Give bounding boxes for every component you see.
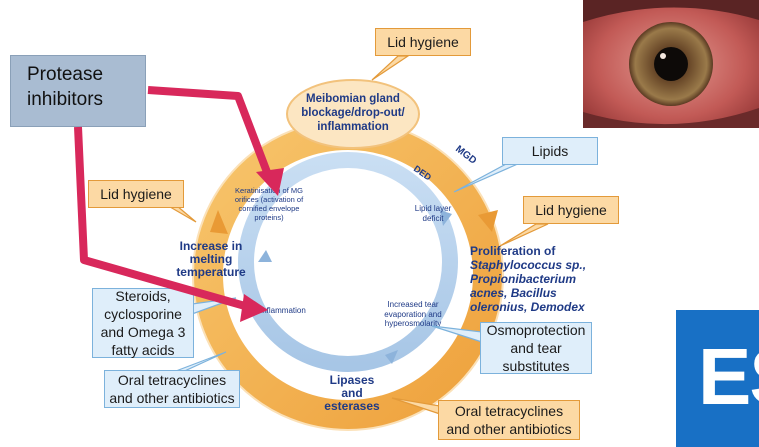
red-arrowhead-keratinisation (256, 168, 284, 196)
esc-logo-text: ES (698, 332, 759, 422)
red-arrow-inflammation (78, 127, 252, 308)
red-arrow-keratinisation (148, 90, 270, 180)
eye-photo (583, 0, 759, 128)
red-arrowhead-inflammation (240, 294, 268, 322)
esc-logo: ES (676, 310, 759, 447)
